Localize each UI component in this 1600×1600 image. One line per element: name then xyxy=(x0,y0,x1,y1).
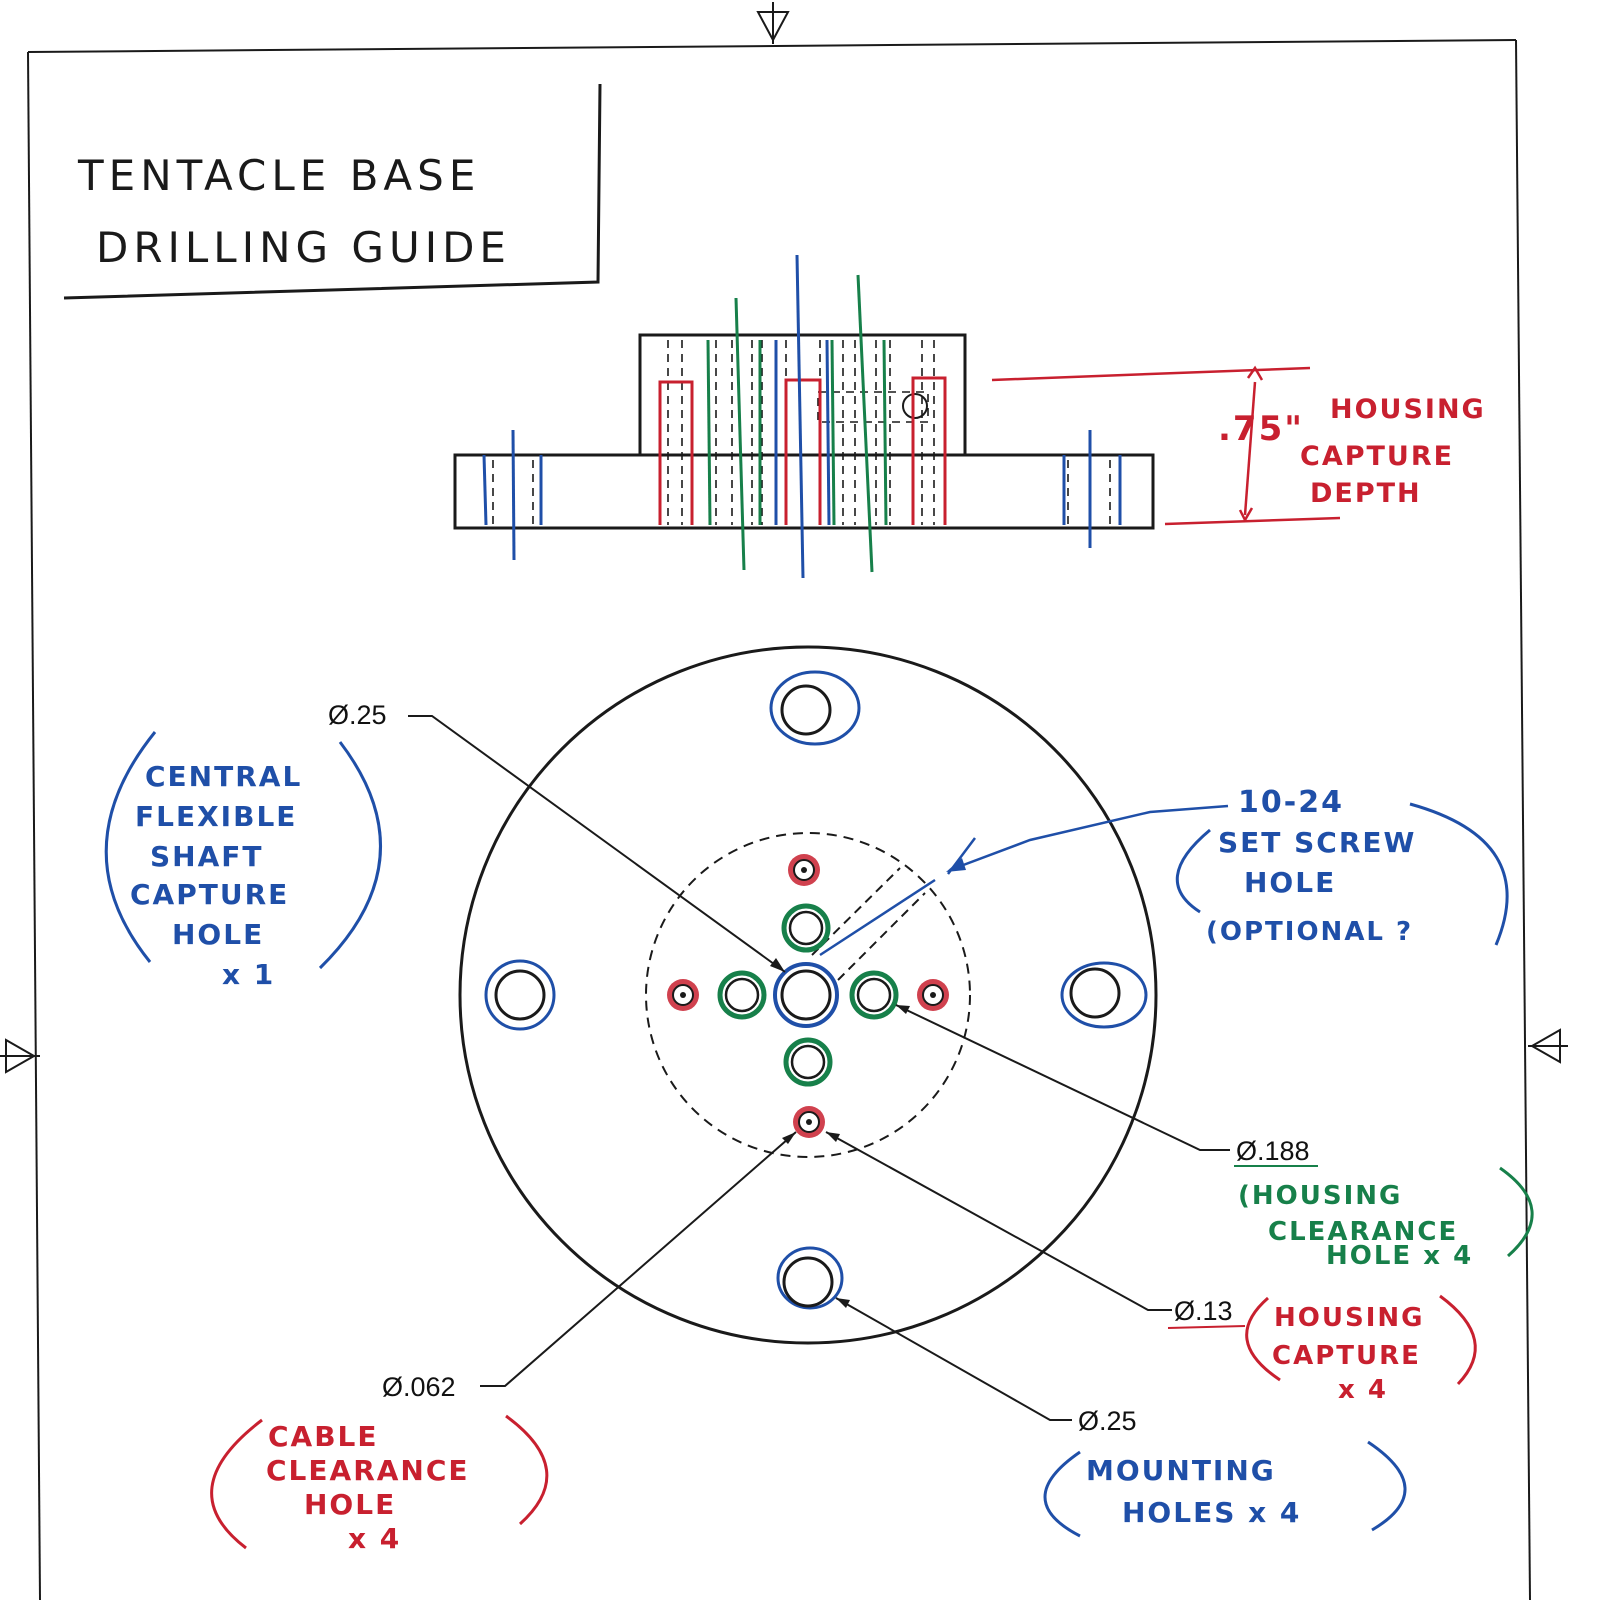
central-shaft-hole xyxy=(773,962,839,1028)
note-mounting-holes: MOUNTING HOLES x 4 xyxy=(1043,1440,1407,1538)
svg-text:(HOUSING: (HOUSING xyxy=(1238,1181,1402,1211)
centering-marks xyxy=(0,2,1568,1074)
dim-mounting: Ø.25 xyxy=(1078,1406,1137,1436)
svg-text:x 1: x 1 xyxy=(222,958,275,991)
svg-text:HOUSING: HOUSING xyxy=(1274,1303,1424,1333)
svg-text:HOLES x 4: HOLES x 4 xyxy=(1122,1496,1301,1529)
svg-text:CENTRAL: CENTRAL xyxy=(145,760,302,793)
dim-cable-clearance: Ø.062 xyxy=(382,1372,456,1402)
note-cable-clearance: CABLE CLEARANCE HOLE x 4 xyxy=(210,1414,549,1555)
svg-text:CLEARANCE: CLEARANCE xyxy=(266,1454,470,1487)
depth-label-3: DEPTH xyxy=(1310,478,1422,509)
depth-value: .75" xyxy=(1218,409,1304,449)
housing-footprint xyxy=(645,832,971,1158)
depth-label-1: HOUSING xyxy=(1330,394,1486,425)
svg-text:FLEXIBLE: FLEXIBLE xyxy=(135,800,297,833)
title-line-1: TENTACLE BASE xyxy=(77,151,480,200)
svg-text:x 4: x 4 xyxy=(1338,1375,1388,1405)
svg-text:HOLE x 4: HOLE x 4 xyxy=(1326,1241,1473,1271)
svg-text:SET SCREW: SET SCREW xyxy=(1218,826,1416,859)
depth-dimension xyxy=(991,365,1341,526)
note-central-shaft: CENTRAL FLEXIBLE SHAFT CAPTURE HOLE x 1 xyxy=(104,731,382,991)
housing-clearance-holes xyxy=(717,903,899,1087)
svg-text:10-24: 10-24 xyxy=(1238,785,1344,820)
dim-central-shaft: Ø.25 xyxy=(328,700,387,730)
svg-text:HOLE: HOLE xyxy=(172,918,264,951)
housing-capture-holes xyxy=(667,854,949,1138)
title-block: TENTACLE BASE DRILLING GUIDE xyxy=(63,83,602,300)
dim-housing-capture: Ø.13 xyxy=(1174,1296,1233,1326)
top-view: Ø.25 Ø.188 Ø.13 Ø.062 Ø.25 xyxy=(328,645,1318,1436)
side-view: .75" HOUSING CAPTURE DEPTH xyxy=(453,254,1486,579)
note-set-screw: 10-24 SET SCREW HOLE (OPTIONAL ? xyxy=(1175,785,1509,947)
title-line-2: DRILLING GUIDE xyxy=(96,223,511,272)
base-outline xyxy=(458,645,1158,1345)
depth-label-2: CAPTURE xyxy=(1300,441,1454,472)
svg-text:SHAFT: SHAFT xyxy=(150,840,264,873)
note-housing-capture: HOUSING CAPTURE x 4 xyxy=(1245,1294,1477,1405)
svg-text:x 4: x 4 xyxy=(348,1522,401,1555)
leader-lines xyxy=(408,715,1230,1421)
svg-text:CAPTURE: CAPTURE xyxy=(1272,1341,1421,1371)
svg-text:CAPTURE: CAPTURE xyxy=(130,878,289,911)
svg-text:CLEARANCE: CLEARANCE xyxy=(1268,1217,1458,1247)
svg-text:MOUNTING: MOUNTING xyxy=(1086,1454,1276,1487)
sheet-border xyxy=(27,39,1531,1600)
dim-housing-clearance: Ø.188 xyxy=(1236,1136,1310,1166)
svg-text:CABLE: CABLE xyxy=(268,1420,379,1453)
svg-text:HOLE: HOLE xyxy=(304,1488,396,1521)
svg-text:(OPTIONAL ?: (OPTIONAL ? xyxy=(1206,917,1413,947)
mounting-holes xyxy=(484,670,1148,1310)
note-housing-clearance: (HOUSING CLEARANCE HOLE x 4 xyxy=(1238,1166,1534,1271)
side-view-base-plate xyxy=(453,453,1155,530)
svg-text:HOLE: HOLE xyxy=(1244,866,1336,899)
